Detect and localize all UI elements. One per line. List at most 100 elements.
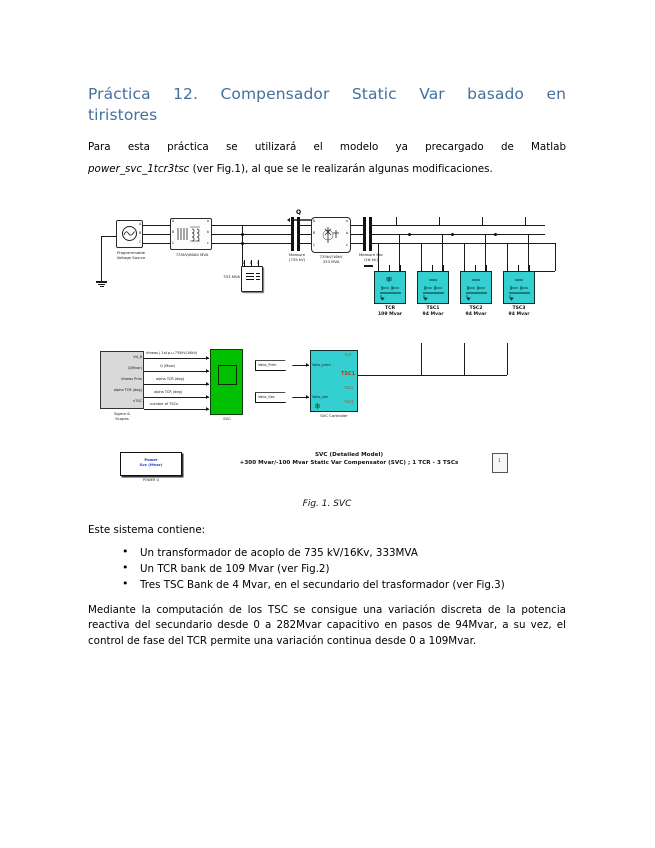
load-bar-1 — [246, 273, 254, 275]
sigma-scopes-label: Sigma & Scopes — [113, 411, 131, 421]
wire-to-meas1-c — [284, 243, 293, 245]
wire-bus-bot-left — [212, 243, 284, 245]
drop-tsc1-1 — [421, 243, 422, 272]
sig-arrow-4 — [206, 407, 209, 412]
power-display-value: Power Svc (Mvar) — [139, 457, 163, 467]
load-label: 333 MVA — [223, 274, 240, 280]
wire-ctrl-up-tsc1 — [421, 343, 422, 376]
drop-tsc2-2 — [485, 234, 486, 272]
tcr-tick-a — [378, 265, 379, 273]
bank-block-tsc2[interactable] — [460, 271, 492, 305]
annotation-note-number: 1 — [498, 458, 501, 464]
tap-a-2 — [439, 217, 440, 226]
bank-caption-tsc3: TSC3 94 Mvar — [499, 306, 539, 317]
wire-meas1-t2-b — [297, 234, 311, 236]
wire-right-return — [528, 271, 555, 273]
sig-line-1 — [144, 371, 209, 373]
list-item: Un transformador de acoplo de 735 kV/16K… — [122, 544, 566, 561]
bank-block-tsc1[interactable] — [417, 271, 449, 305]
sig-arrow-1 — [206, 369, 209, 374]
sig-line-2 — [144, 384, 209, 386]
tsc2-tick-c — [486, 265, 487, 273]
tap-a-1 — [396, 217, 397, 226]
transformer2-label: 735kV/16kV 333 MVA — [319, 254, 343, 264]
wire-t2-meas2-c — [351, 243, 363, 245]
wire-to-meas1-a — [284, 225, 293, 227]
input-port-vabc-prim[interactable] — [255, 360, 293, 372]
meter2-label: Measure Sec (16 kV) — [358, 252, 384, 262]
tcr-tick-c — [400, 265, 401, 273]
sig-arrow-3 — [206, 395, 209, 400]
bank-block-tcr[interactable] — [374, 271, 406, 305]
transformer-735kv-6000mva-block[interactable] — [170, 218, 212, 251]
annotation-note-box[interactable] — [492, 453, 508, 474]
meter1-label: Measure (735 kV) — [288, 252, 306, 262]
power-display-block[interactable] — [120, 452, 182, 477]
wire-src-t1-a — [143, 225, 170, 227]
wire-src-t1-c — [143, 243, 170, 245]
tcr-ground-stub — [364, 265, 373, 267]
t2-port-a-in: A — [313, 219, 316, 224]
ctrl-output-0: TCR — [344, 353, 351, 358]
intro-text-1: Para esta práctica se utilizará el model… — [88, 141, 566, 153]
source-port-b: B — [139, 231, 142, 236]
intro-text-2: (ver Fig.1), al que se le realizarán alg… — [189, 162, 493, 175]
load-port-tick-a — [244, 260, 245, 268]
wire-bus-top-left — [212, 225, 284, 227]
transformer-coil-icon — [177, 226, 200, 242]
bank-name-1: TSC1 — [426, 306, 440, 312]
wire-source-ground — [101, 236, 102, 282]
bank-rating-0: 109 Mvar — [377, 311, 403, 317]
sig-label-0: Vmeas ( 1st p.u 735kV/16kV) — [146, 351, 198, 356]
tsc3-tick-a — [507, 265, 508, 273]
tsc2-tick-b — [475, 265, 476, 273]
sig-arrow-2 — [206, 382, 209, 387]
sig-arrow-0 — [206, 356, 209, 361]
tsc1-tick-a — [421, 265, 422, 273]
input-port-vabc-sec-label: Vabc_Sec — [258, 394, 275, 399]
tcr-internal-schematic-icon — [380, 277, 401, 301]
ground-bar-3 — [99, 286, 104, 288]
load-bar-6 — [256, 279, 260, 281]
ctrl-output-2: TSC2 — [344, 386, 354, 391]
sigma-input-4: nTSC — [132, 399, 142, 404]
figure-1-svc-diagram: A B C Programmable Voltage Source A B — [88, 203, 566, 493]
node-load-tap-c — [241, 242, 244, 246]
svc-controller-block[interactable] — [310, 350, 358, 413]
drop-tsc3-1 — [507, 243, 508, 272]
load-port-tick-c — [258, 260, 259, 268]
source-label: Programmable Voltage Source — [116, 250, 146, 260]
wire-vabc-sec — [293, 397, 309, 399]
t2-port-b-out: b — [346, 231, 349, 236]
tsc2-internal-schematic-icon — [466, 279, 487, 301]
q-arrow-bar — [291, 219, 313, 222]
t1-port-a-out: a — [207, 219, 209, 224]
transformer1-label: 735kV/6000 MVA — [175, 252, 209, 258]
sigma-scopes-block[interactable] — [100, 351, 144, 410]
simulink-diagram: A B C Programmable Voltage Source A B — [88, 203, 566, 493]
wire-t2-meas2-a — [351, 225, 363, 227]
wire-main-bus-c — [369, 243, 555, 245]
wire-ctrl-to-banks — [358, 375, 507, 377]
svc-controller-label: SVC Controller — [320, 413, 348, 419]
sig-label-4: number of TSCs — [150, 402, 178, 407]
figure-caption: Fig. 1. SVC — [302, 499, 352, 510]
wire-load-tap — [242, 225, 243, 268]
ground-bar-1 — [96, 281, 107, 283]
tsc3-tick-b — [518, 265, 519, 273]
bank-block-tsc3[interactable] — [503, 271, 535, 305]
source-port-a: A — [139, 222, 142, 227]
load-bar-2 — [246, 276, 254, 278]
sig-label-2: alpha TCR (deg) — [156, 377, 185, 382]
tap-a-3 — [482, 217, 483, 226]
load-bar-4 — [256, 273, 260, 275]
svc-subsystem-label: SVC — [223, 416, 231, 422]
tcr-tick-b — [389, 265, 390, 273]
source-port-c: C — [139, 240, 142, 245]
t1-port-b-in: B — [172, 230, 175, 235]
drop-tsc2-1 — [464, 243, 465, 272]
tsc1-tick-c — [443, 265, 444, 273]
sig-label-1: Q (Mvar) — [160, 364, 176, 369]
input-port-vabc-sec[interactable] — [255, 392, 293, 404]
